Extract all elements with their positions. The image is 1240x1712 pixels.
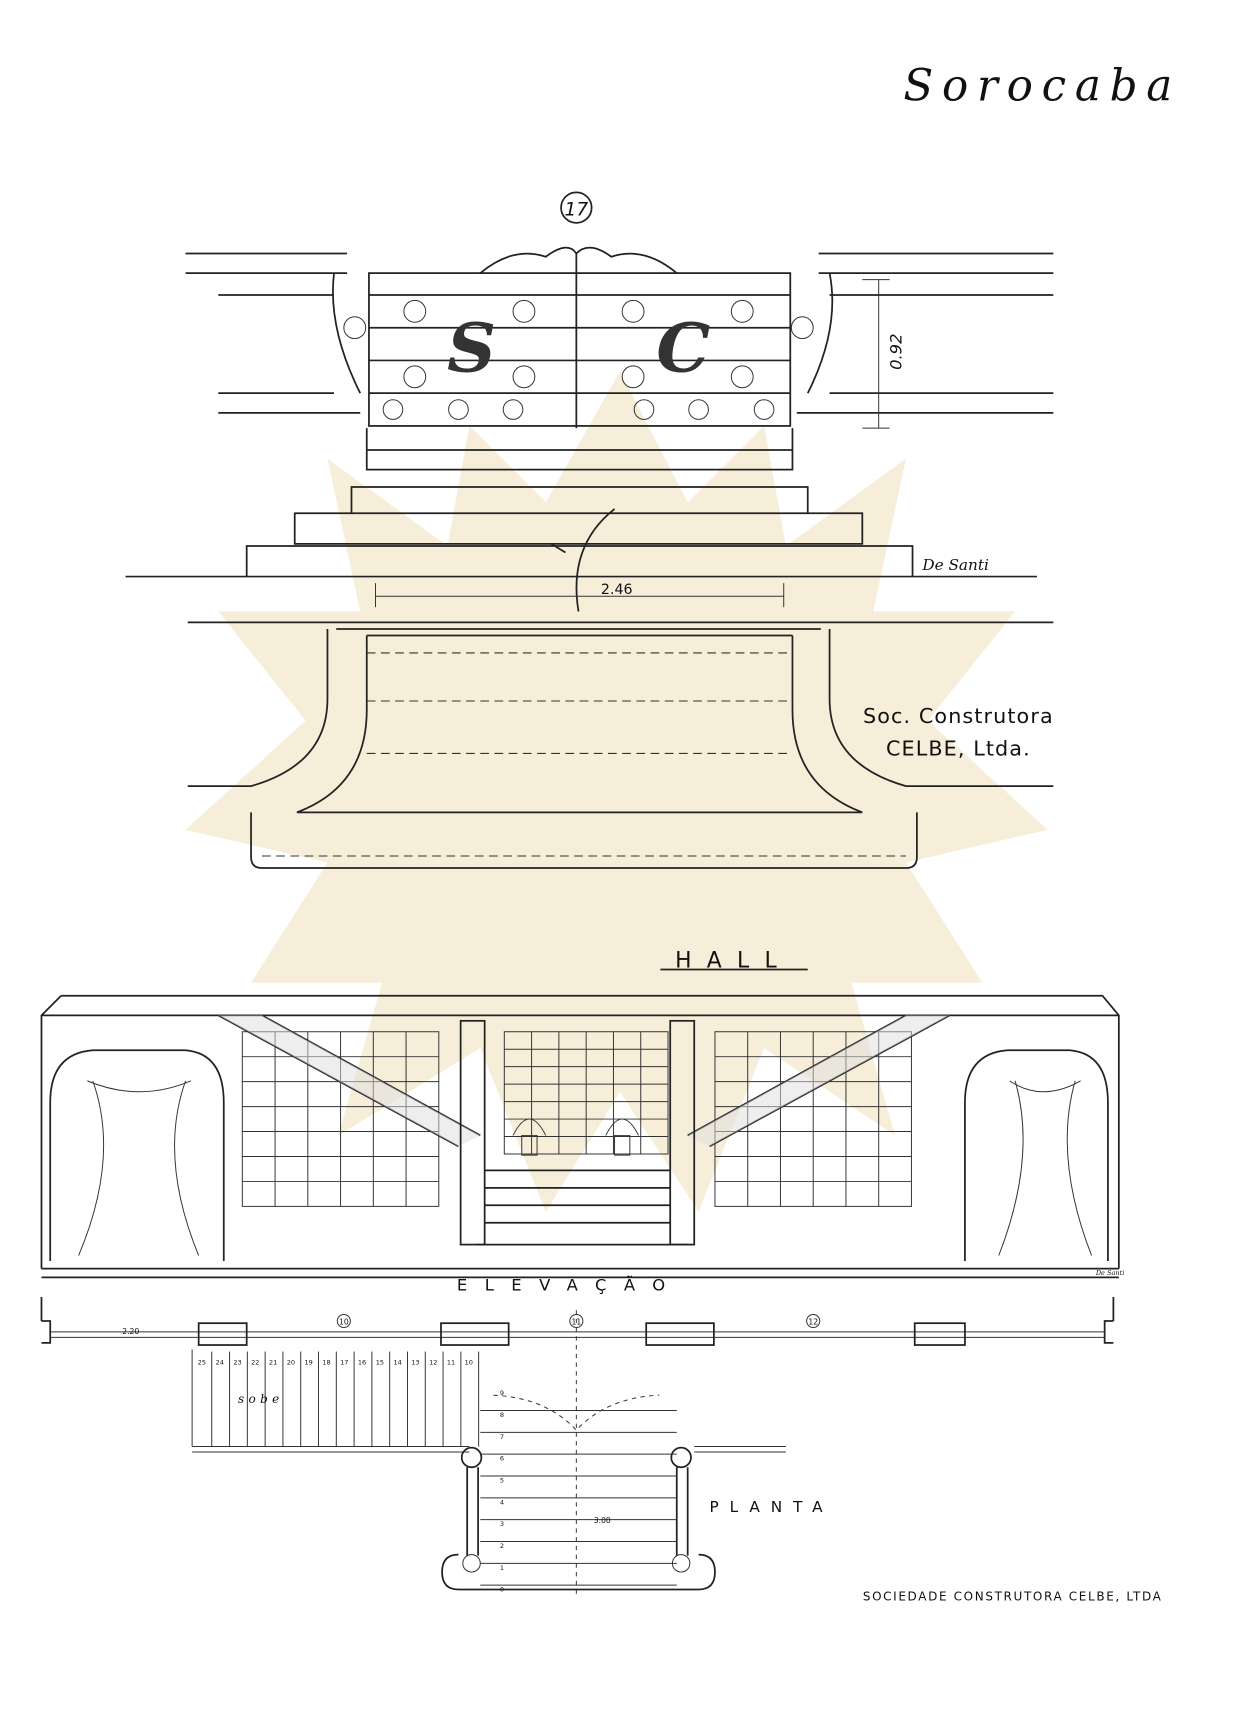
step-number: 21 <box>269 1359 277 1367</box>
plan-label: PLANTA <box>710 1498 834 1516</box>
step-number: 7 <box>500 1433 504 1441</box>
step-number: 4 <box>500 1498 504 1506</box>
axis-marker <box>806 1313 821 1329</box>
lower-stair-treads <box>480 1410 677 1586</box>
step-number: 22 <box>251 1359 259 1367</box>
watermark-star <box>185 371 1048 1212</box>
plate-number: 17 <box>565 199 589 220</box>
step-number: 15 <box>376 1359 384 1367</box>
monogram-s: S <box>447 307 496 387</box>
step-number: 14 <box>393 1359 401 1367</box>
axis-marker <box>336 1313 351 1329</box>
step-number: 6 <box>500 1455 504 1463</box>
step-number: 2 <box>500 1542 504 1550</box>
stair-direction: sobe <box>238 1392 284 1406</box>
dimension-left: 2.20 <box>122 1327 139 1336</box>
gate-elevation: S C 0.92 De Santi 2.46 <box>125 246 1054 612</box>
builder-line-2: CELBE, Ltda. <box>886 737 1031 761</box>
hall-signature: De Santi <box>1095 1269 1124 1277</box>
step-number: 12 <box>429 1359 437 1367</box>
step-number: 20 <box>287 1359 295 1367</box>
step-number: 19 <box>305 1359 313 1367</box>
footer-credit: SOCIEDADE CONSTRUTORA CELBE, LTDA <box>863 1589 1163 1603</box>
height-dimension: 0.92 <box>887 333 906 369</box>
gate-signature: De Santi <box>921 556 989 574</box>
step-number: 11 <box>447 1359 455 1367</box>
gate-plan <box>187 621 1054 869</box>
hall-plan <box>40 1296 1115 1594</box>
step-number: 18 <box>322 1359 330 1367</box>
stair-width: 3.00 <box>594 1516 611 1525</box>
step-number: 17 <box>340 1359 348 1367</box>
city-title: Sorocaba <box>903 61 1181 112</box>
width-dimension: 2.46 <box>601 582 633 598</box>
step-number: 3 <box>500 1520 504 1528</box>
axis-label: 10 <box>339 1317 349 1326</box>
axis-marker <box>569 1313 584 1329</box>
step-number: 10 <box>465 1359 473 1367</box>
monogram-c: C <box>656 307 710 387</box>
step-number: 16 <box>358 1359 366 1367</box>
upper-stair-treads <box>211 1351 480 1447</box>
plate-number-circle <box>560 191 593 224</box>
axis-label: 12 <box>808 1317 818 1326</box>
step-number: 25 <box>198 1359 206 1367</box>
step-number: 1 <box>500 1564 504 1572</box>
builder-line-1: Soc. Construtora <box>863 704 1054 728</box>
hall-elevation <box>40 994 1120 1279</box>
step-number: 23 <box>233 1359 241 1367</box>
step-number: 0 <box>500 1586 504 1594</box>
elevation-label: ELEVAÇÃO <box>457 1275 683 1294</box>
step-number: 9 <box>500 1389 504 1397</box>
axis-label: 11 <box>571 1317 581 1326</box>
step-number: 8 <box>500 1411 504 1419</box>
step-number: 24 <box>216 1359 224 1367</box>
step-number: 5 <box>500 1477 504 1485</box>
step-number: 13 <box>411 1359 419 1367</box>
